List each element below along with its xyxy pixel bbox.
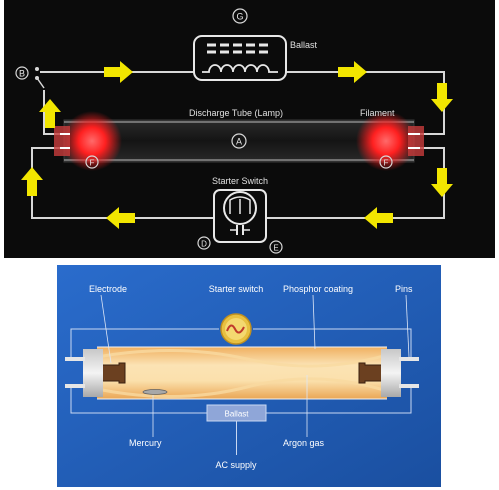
right-filament-glow bbox=[356, 111, 416, 171]
electrode-label: Electrode bbox=[89, 284, 127, 294]
starter-switch-icon bbox=[220, 313, 252, 345]
marker-b: B bbox=[19, 69, 25, 79]
tube-body bbox=[65, 346, 419, 400]
marker-f-left: F bbox=[90, 159, 95, 168]
discharge-tube: Discharge Tube (Lamp) Filament A F F bbox=[54, 108, 424, 171]
bottom-ballast-label: Ballast bbox=[224, 410, 249, 419]
ballast-label: Ballast bbox=[290, 40, 318, 50]
bottom-labels: Electrode Starter switch Phosphor coatin… bbox=[89, 284, 413, 470]
marker-d: D bbox=[201, 240, 207, 249]
mercury-drop bbox=[142, 389, 168, 395]
marker-e: E bbox=[273, 244, 278, 253]
starter-label: Starter Switch bbox=[212, 176, 268, 186]
mercury-label: Mercury bbox=[129, 438, 162, 448]
starter-switch: Starter Switch D E bbox=[197, 176, 283, 254]
external-wires bbox=[70, 328, 412, 414]
switch-b: B bbox=[15, 66, 45, 89]
starter-switch-label: Starter switch bbox=[209, 284, 264, 294]
pins-label: Pins bbox=[395, 284, 413, 294]
marker-f-right: F bbox=[384, 159, 389, 168]
tube-label: Discharge Tube (Lamp) bbox=[189, 108, 283, 118]
left-filament-glow bbox=[62, 111, 122, 171]
argon-label: Argon gas bbox=[283, 438, 325, 448]
fluorescent-lamp-cross-section: Ballast Electrode Starter switch Phospho… bbox=[57, 265, 441, 487]
marker-g: G bbox=[236, 12, 243, 22]
leader-lines bbox=[100, 294, 410, 437]
fluorescent-circuit-diagram: B G Ballast Discharge Tube (Lamp) Filame… bbox=[4, 0, 495, 258]
phosphor-label: Phosphor coating bbox=[283, 284, 353, 294]
filament-label: Filament bbox=[360, 108, 395, 118]
ballast-g: G Ballast bbox=[193, 8, 318, 81]
ac-supply-label: AC supply bbox=[215, 460, 257, 470]
marker-a: A bbox=[236, 137, 242, 147]
